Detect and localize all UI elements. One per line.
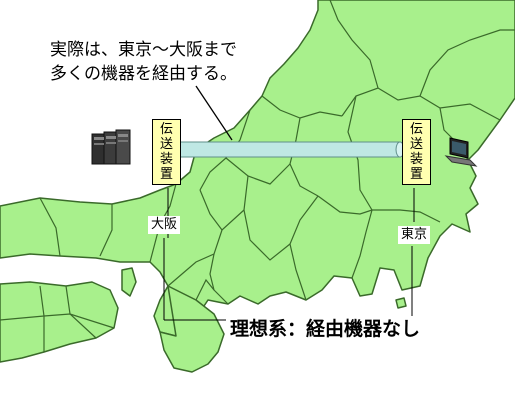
callout-text: 実際は、東京～大阪まで 多くの機器を経由する。 bbox=[50, 38, 237, 86]
izu-island bbox=[395, 297, 407, 309]
callout-line-1: 実際は、東京～大阪まで bbox=[50, 40, 237, 60]
awaji-island bbox=[121, 267, 137, 297]
device-char: 送 bbox=[409, 137, 423, 152]
shikoku-landmass bbox=[0, 281, 119, 363]
server-rack-icon bbox=[91, 129, 131, 165]
device-char: 伝 bbox=[159, 122, 173, 137]
laptop-icon bbox=[444, 137, 478, 167]
transmission-device-osaka: 伝 送 装 置 bbox=[152, 119, 181, 185]
ideal-system-label: 理想系：経由機器なし bbox=[226, 316, 425, 342]
prefecture-borders bbox=[0, 0, 515, 352]
callout-pointer bbox=[195, 85, 233, 141]
transmission-link bbox=[177, 141, 405, 158]
device-char: 送 bbox=[159, 137, 173, 152]
device-char: 置 bbox=[159, 167, 173, 182]
device-char: 装 bbox=[159, 152, 173, 167]
device-char: 置 bbox=[409, 167, 423, 182]
japan-map bbox=[0, 0, 515, 373]
kii-peninsula bbox=[159, 285, 225, 373]
city-label-osaka: 大阪 bbox=[148, 216, 181, 234]
callout-line-2: 多くの機器を経由する。 bbox=[50, 64, 237, 84]
city-label-tokyo: 東京 bbox=[398, 226, 431, 244]
device-char: 装 bbox=[409, 152, 423, 167]
device-char: 伝 bbox=[409, 122, 423, 137]
transmission-device-tokyo: 伝 送 装 置 bbox=[402, 119, 431, 185]
